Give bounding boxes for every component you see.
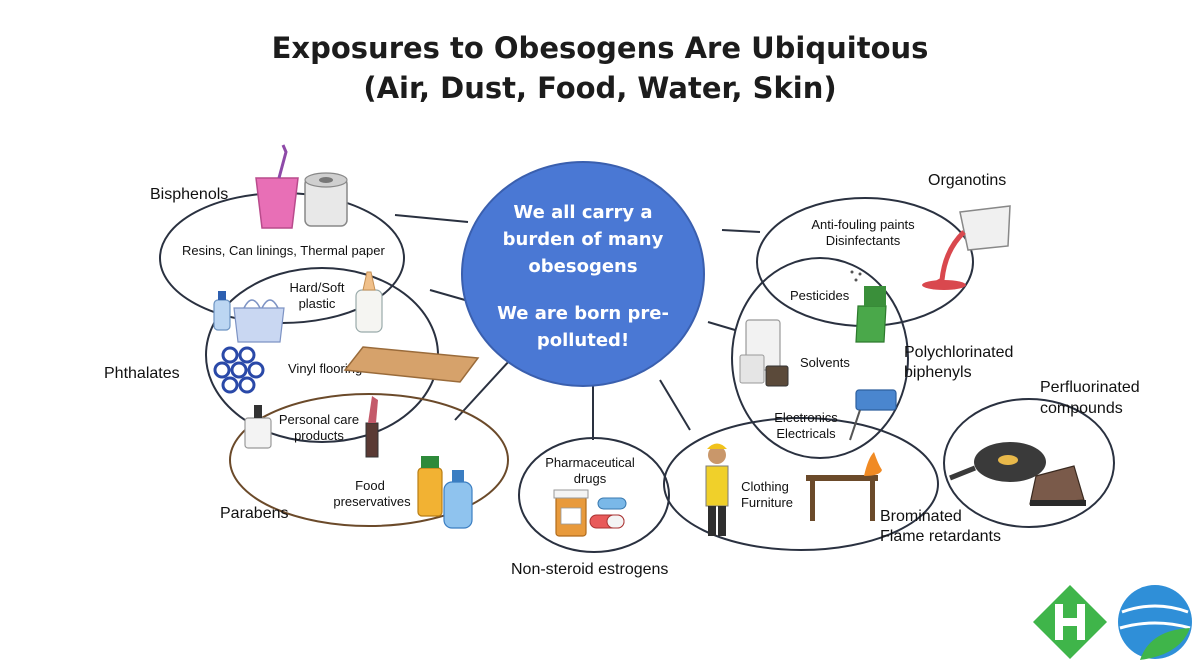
connector-phthalates xyxy=(429,289,466,301)
source-clothing-1: Clothing xyxy=(741,479,789,494)
label-organotins: Organotins xyxy=(928,172,1006,189)
juice-bottle-icon xyxy=(417,456,443,517)
paper-roll-icon xyxy=(304,172,348,227)
source-solvents: Solvents xyxy=(800,355,850,370)
paint-bucket-icon xyxy=(922,205,1011,290)
center-line-5: polluted! xyxy=(537,330,629,351)
lotion-bottle-icon xyxy=(244,405,272,449)
source-resins: Resins, Can linings, Thermal paper xyxy=(182,243,385,258)
plastic-bag-icon xyxy=(233,299,285,343)
worker-icon xyxy=(705,443,729,536)
label-pfc-line-2: compounds xyxy=(1040,400,1123,417)
frying-pan-icon xyxy=(949,442,1046,482)
lipstick-icon xyxy=(365,396,379,458)
source-pharma-1: Pharmaceutical xyxy=(545,455,635,470)
label-parabens: Parabens xyxy=(220,505,289,522)
label-non-steroid-estrogens: Non-steroid estrogens xyxy=(511,561,668,578)
ellipse-pcb xyxy=(731,257,909,459)
solvent-bottles-icon xyxy=(739,319,789,387)
h-logo-icon xyxy=(1033,585,1107,659)
center-line-1: We all carry a xyxy=(513,202,652,223)
source-antifouling-2: Disinfectants xyxy=(826,233,901,248)
ellipse-nonsteroid xyxy=(518,437,670,553)
label-bfr-line-1: Brominated xyxy=(880,508,962,525)
connector-organotins xyxy=(721,229,761,233)
spray-bottle-icon xyxy=(850,270,887,343)
label-bisphenols: Bisphenols xyxy=(150,186,228,203)
source-pesticides: Pesticides xyxy=(790,288,850,303)
label-bfr-line-2: Flame retardants xyxy=(880,528,1001,545)
center-line-2: burden of many xyxy=(503,229,664,250)
baby-bottle-icon xyxy=(355,271,383,333)
water-bottle-icon xyxy=(213,291,231,331)
label-pcb-line-2: biphenyls xyxy=(904,364,972,381)
pill-bottle-icon xyxy=(553,489,589,537)
source-pharma-2: drugs xyxy=(574,471,607,486)
connector-pcb xyxy=(707,321,736,331)
source-electronics-2: Electricals xyxy=(776,426,836,441)
source-food-1: Food xyxy=(355,478,385,493)
source-hard-soft-2: plastic xyxy=(299,296,336,311)
label-pfc-line-1: Perfluorinated xyxy=(1040,379,1140,396)
connector-lines xyxy=(394,214,761,440)
vinyl-rings-icon xyxy=(213,346,265,394)
connector-bisphenols xyxy=(394,214,469,223)
title-line-2: (Air, Dust, Food, Water, Skin) xyxy=(363,71,837,105)
drinking-glass-icon xyxy=(255,144,299,229)
center-circle xyxy=(461,161,705,387)
label-phthalates: Phthalates xyxy=(104,365,180,382)
ellipse-parabens xyxy=(229,393,509,527)
plastic-water-bottle-icon xyxy=(443,470,473,529)
source-electronics-1: Electronics xyxy=(774,410,838,425)
capsule-icon xyxy=(589,497,627,529)
source-food-2: preservatives xyxy=(333,494,411,509)
ellipse-pfc xyxy=(943,398,1115,528)
source-personal-1: Personal care xyxy=(279,412,359,427)
source-vinyl: Vinyl flooring xyxy=(288,361,362,376)
ellipse-bfr xyxy=(663,417,939,551)
source-antifouling-1: Anti-fouling paints xyxy=(811,217,915,232)
electronics-device-icon xyxy=(849,389,897,441)
leaf-globe-logo-icon xyxy=(1118,585,1192,660)
connector-bfr xyxy=(659,379,691,431)
title-line-1: Exposures to Obesogens Are Ubiquitous xyxy=(271,31,929,65)
source-clothing-2: Furniture xyxy=(741,495,793,510)
vinyl-tile-icon xyxy=(343,346,480,383)
hiking-boot-icon xyxy=(1029,465,1086,506)
connector-parabens xyxy=(454,359,511,421)
diagram-title: Exposures to Obesogens Are Ubiquitous (A… xyxy=(0,28,1200,108)
label-pcb-line-1: Polychlorinated xyxy=(904,344,1013,361)
burning-table-icon xyxy=(806,452,882,521)
source-hard-soft-1: Hard/Soft xyxy=(290,280,345,295)
source-personal-2: products xyxy=(294,428,344,443)
center-line-4: We are born pre- xyxy=(497,303,669,324)
center-line-3: obesogens xyxy=(528,256,637,277)
